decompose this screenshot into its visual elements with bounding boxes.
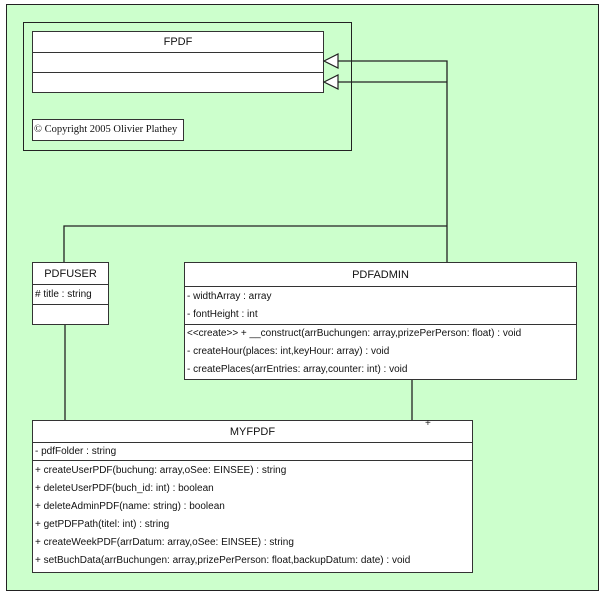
copyright-note: © Copyright 2005 Olivier Plathey (32, 119, 184, 141)
operation: + createUserPDF(buchung: array,oSee: EIN… (35, 465, 287, 476)
operation: + setBuchData(arrBuchungen: array,prizeP… (35, 555, 411, 566)
attribute: # title : string (33, 285, 108, 305)
attribute: - widthArray : array (187, 291, 272, 302)
class-name: FPDF (33, 32, 323, 53)
class-pdfadmin[interactable]: PDFADMIN - widthArray : array - fontHeig… (184, 262, 577, 380)
operations-compartment: <<create>> + __construct(arrBuchungen: a… (185, 325, 576, 379)
association-end-label: + (425, 418, 431, 429)
generalization-line-pdfadmin[interactable] (338, 60, 448, 262)
operation: + getPDFPath(titel: int) : string (35, 519, 170, 530)
operation: + deleteAdminPDF(name: string) : boolean (35, 501, 225, 512)
class-name: PDFUSER (33, 263, 108, 285)
generalization-branch-pdfuser[interactable] (63, 225, 447, 262)
class-myfpdf[interactable]: MYFPDF - pdfFolder : string + createUser… (32, 420, 473, 573)
class-name: PDFADMIN (185, 263, 576, 287)
operation: + createWeekPDF(arrDatum: array,oSee: EI… (35, 537, 294, 548)
generalization-arrowhead-icon (322, 74, 339, 90)
attribute: - pdfFolder : string (33, 443, 472, 461)
operation: - createHour(places: int,keyHour: array)… (187, 346, 390, 357)
attributes-compartment: - widthArray : array - fontHeight : int (185, 287, 576, 325)
generalization-arrowhead-icon (322, 53, 339, 69)
class-pdfuser[interactable]: PDFUSER # title : string (32, 262, 109, 325)
attribute: - fontHeight : int (187, 309, 258, 320)
class-fpdf[interactable]: FPDF (32, 31, 324, 93)
operation: - createPlaces(arrEntries: array,counter… (187, 364, 408, 375)
operations-compartment: + createUserPDF(buchung: array,oSee: EIN… (33, 461, 472, 572)
operation: + deleteUserPDF(buch_id: int) : boolean (35, 483, 214, 494)
attributes-compartment (33, 53, 323, 73)
operation: <<create>> + __construct(arrBuchungen: a… (187, 328, 522, 339)
class-name: MYFPDF (33, 421, 472, 443)
